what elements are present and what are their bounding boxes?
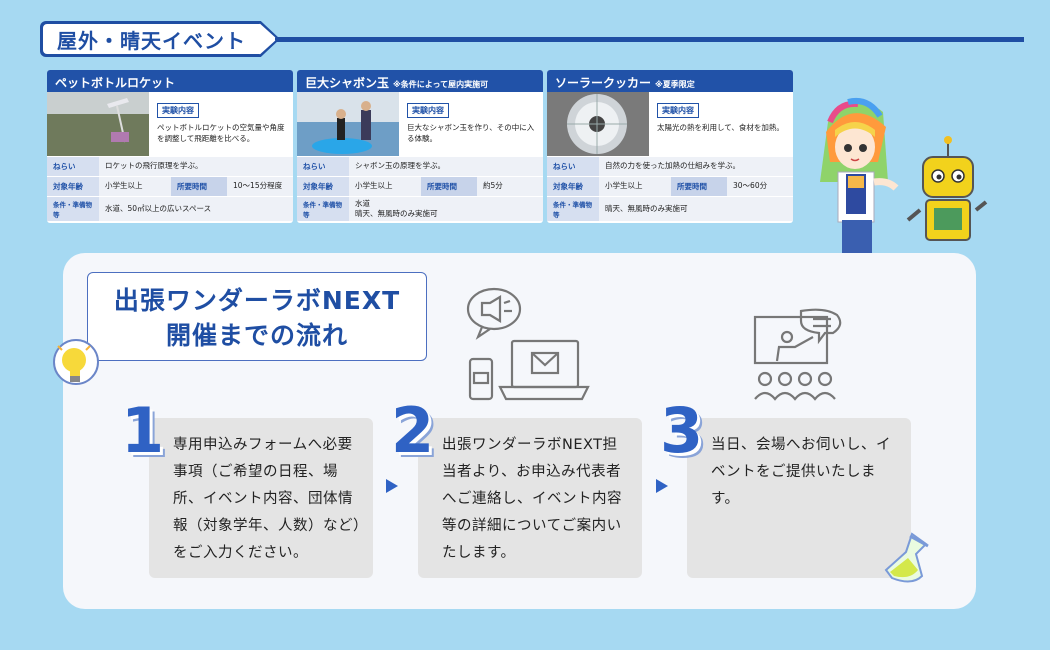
step-arrow bbox=[386, 479, 398, 493]
step-2-box: 出張ワンダーラボNEXT担当者より、お申込み代表者へご連絡し、イベント内容等の詳… bbox=[418, 418, 642, 578]
age-value: 小学生以上 bbox=[599, 177, 671, 196]
age-value: 小学生以上 bbox=[99, 177, 171, 196]
flask-icon bbox=[884, 532, 929, 583]
lightbulb-icon bbox=[53, 339, 99, 385]
condition-value: 晴天、無風時のみ実施可 bbox=[599, 197, 793, 221]
section-divider bbox=[276, 37, 1024, 42]
aim-value: ロケットの飛行原理を学ぶ。 bbox=[99, 157, 293, 176]
experiment-card-bubble: 巨大シャボン玉※条件によって屋内実施可 実験内容 巨大なシャボン玉を作り、その中… bbox=[297, 70, 543, 223]
condition-value: 水道 晴天、無風時のみ実施可 bbox=[349, 197, 543, 221]
flow-title-line2: 開催までの流れ bbox=[165, 321, 348, 350]
card-title: ソーラークッカー※夏季限定 bbox=[547, 70, 793, 92]
time-value: 30〜60分 bbox=[727, 177, 793, 196]
bubble-photo bbox=[297, 92, 399, 156]
card-title: 巨大シャボン玉※条件によって屋内実施可 bbox=[297, 70, 543, 92]
step-arrow bbox=[656, 479, 668, 493]
experiment-card-rocket: ペットボトルロケット 実験内容 ペットボトルロケットの空気量や角度を調整して飛距… bbox=[47, 70, 293, 223]
step-2-number: 2 bbox=[391, 394, 435, 467]
presentation-audience-icon bbox=[753, 308, 842, 401]
step-3-number: 3 bbox=[660, 394, 704, 467]
flow-title-line1: 出張ワンダーラボNEXT bbox=[113, 286, 401, 315]
card-description: 巨大なシャボン玉を作り、その中に入る体験。 bbox=[407, 123, 535, 144]
section-title: 屋外・晴天イベント bbox=[41, 22, 277, 56]
step-1-number: 1 bbox=[121, 394, 165, 467]
tag-label: 実験内容 bbox=[157, 103, 199, 118]
card-title: ペットボトルロケット bbox=[47, 70, 293, 92]
step-3-box: 当日、会場へお伺いし、イベントをご提供いたします。 bbox=[687, 418, 911, 578]
contact-devices-icon bbox=[466, 287, 590, 401]
mascot-characters-illustration bbox=[820, 98, 988, 254]
step-3-text: 当日、会場へお伺いし、イベントをご提供いたします。 bbox=[711, 437, 891, 507]
flow-title: 出張ワンダーラボNEXT 開催までの流れ bbox=[87, 272, 427, 361]
aim-value: 自然の力を使った加熱の仕組みを学ぶ。 bbox=[599, 157, 793, 176]
age-value: 小学生以上 bbox=[349, 177, 421, 196]
aim-value: シャボン玉の原理を学ぶ。 bbox=[349, 157, 543, 176]
tag-label: 実験内容 bbox=[407, 103, 449, 118]
experiment-card-solar: ソーラークッカー※夏季限定 実験内容 太陽光の熱を利用して、食材を加熱。 ねらい… bbox=[547, 70, 793, 223]
card-description: ペットボトルロケットの空気量や角度を調整して飛距離を比べる。 bbox=[157, 123, 285, 144]
condition-value: 水道、50㎡以上の広いスペース bbox=[99, 197, 293, 221]
step-1-text: 専用申込みフォームへ必要事項（ご希望の日程、場所、イベント内容、団体情報（対象学… bbox=[173, 437, 361, 561]
tag-label: 実験内容 bbox=[657, 103, 699, 118]
time-value: 約5分 bbox=[477, 177, 543, 196]
step-2-text: 出張ワンダーラボNEXT担当者より、お申込み代表者へご連絡し、イベント内容等の詳… bbox=[442, 437, 622, 561]
card-description: 太陽光の熱を利用して、食材を加熱。 bbox=[657, 123, 784, 132]
rocket-photo bbox=[47, 92, 149, 156]
solar-cooker-photo bbox=[547, 92, 649, 156]
step-1-box: 専用申込みフォームへ必要事項（ご希望の日程、場所、イベント内容、団体情報（対象学… bbox=[149, 418, 373, 578]
time-value: 10〜15分程度 bbox=[227, 177, 293, 196]
